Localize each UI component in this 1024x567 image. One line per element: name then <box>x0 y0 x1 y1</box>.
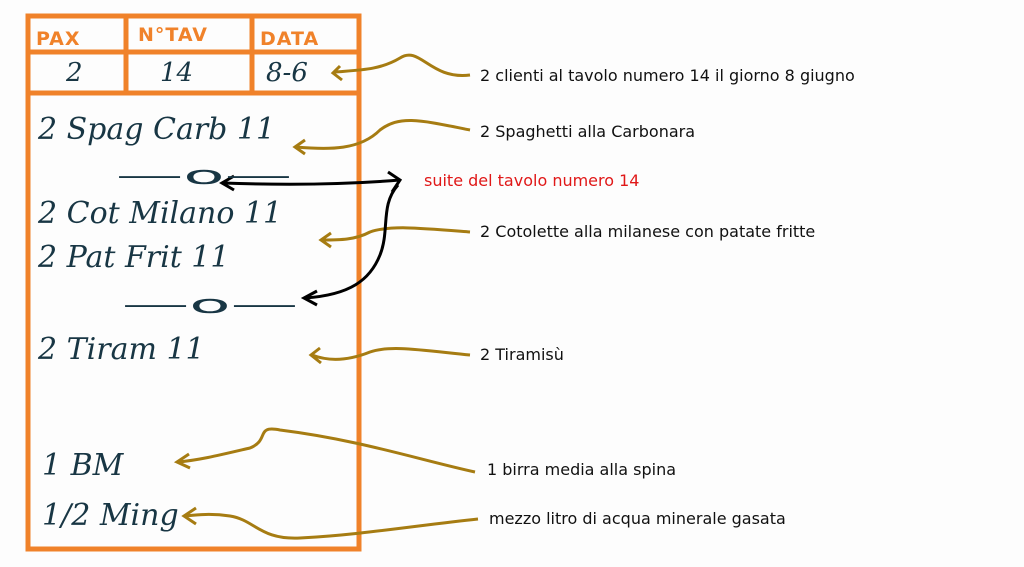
annotation-arrows <box>173 53 479 540</box>
value-pax: 2 <box>66 58 83 88</box>
arrow-spaghetti <box>295 119 471 150</box>
course-separator-1: —o— <box>115 161 293 191</box>
order-line-tiramisu: 2 Tiram 11 <box>38 332 205 367</box>
suite-arrows <box>219 170 403 307</box>
arrow-birra <box>177 427 476 474</box>
annotation-birra: 1 birra media alla spina <box>487 460 677 479</box>
header-date: DATA <box>260 28 320 50</box>
header-table-number: N°TAV <box>138 24 209 46</box>
course-separator-2: —o— <box>121 290 299 320</box>
arrow-suite-2 <box>304 183 400 300</box>
order-line-acqua: 1/2 Ming <box>42 498 179 533</box>
arrow-header <box>334 53 471 77</box>
annotation-spaghetti: 2 Spaghetti alla Carbonara <box>480 122 696 141</box>
order-line-cotolette: 2 Cot Milano 11 <box>38 196 283 231</box>
value-date: 8-6 <box>266 58 308 88</box>
annotation-tiramisu: 2 Tiramisù <box>480 345 564 364</box>
annotation-header: 2 clienti al tavolo numero 14 il giorno … <box>480 66 855 85</box>
annotation-cotolette: 2 Cotolette alla milanese con patate fri… <box>480 222 816 241</box>
header-pax: PAX <box>36 28 81 50</box>
order-line-patate: 2 Pat Frit 11 <box>38 240 230 275</box>
annotation-suite: suite del tavolo numero 14 <box>424 171 640 190</box>
arrow-tiramisu <box>311 347 471 361</box>
annotation-acqua: mezzo litro di acqua minerale gasata <box>489 509 786 528</box>
arrow-suite-1 <box>222 178 401 186</box>
order-line-birra: 1 BM <box>42 448 124 483</box>
arrow-acqua <box>184 512 479 540</box>
arrow-cotolette <box>321 226 471 242</box>
order-line-spaghetti: 2 Spag Carb 11 <box>38 112 276 147</box>
value-table-number: 14 <box>160 58 194 88</box>
